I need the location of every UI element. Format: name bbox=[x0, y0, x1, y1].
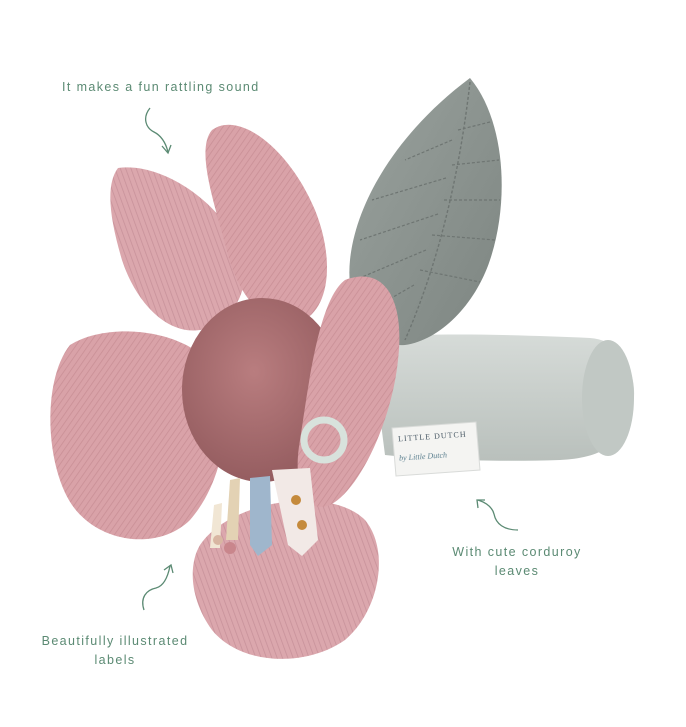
caption-leaves: With cute corduroy leaves bbox=[432, 543, 602, 581]
petal-right bbox=[297, 276, 400, 507]
arrow-rattle-icon bbox=[144, 107, 172, 155]
caption-rattle-text: It makes a fun rattling sound bbox=[62, 80, 260, 94]
teething-ring bbox=[300, 416, 348, 464]
caption-labels-line1: Beautifully illustrated bbox=[41, 634, 189, 648]
arrow-leaves-icon bbox=[476, 499, 519, 531]
petal-left bbox=[50, 331, 226, 540]
caption-labels: Beautifully illustrated labels bbox=[40, 632, 190, 670]
arrow-labels-icon bbox=[142, 563, 174, 611]
petal-upper-left bbox=[110, 167, 245, 331]
caption-leaves-line2: leaves bbox=[494, 564, 540, 578]
brand-tag bbox=[391, 421, 481, 477]
petal-lower bbox=[192, 500, 379, 659]
caption-labels-line2: labels bbox=[94, 653, 136, 667]
illustrated-labels bbox=[210, 468, 318, 556]
petal-upper bbox=[205, 124, 327, 324]
caption-rattle: It makes a fun rattling sound bbox=[62, 78, 260, 97]
caption-leaves-line1: With cute corduroy bbox=[452, 545, 582, 559]
grey-leaf bbox=[349, 78, 502, 346]
